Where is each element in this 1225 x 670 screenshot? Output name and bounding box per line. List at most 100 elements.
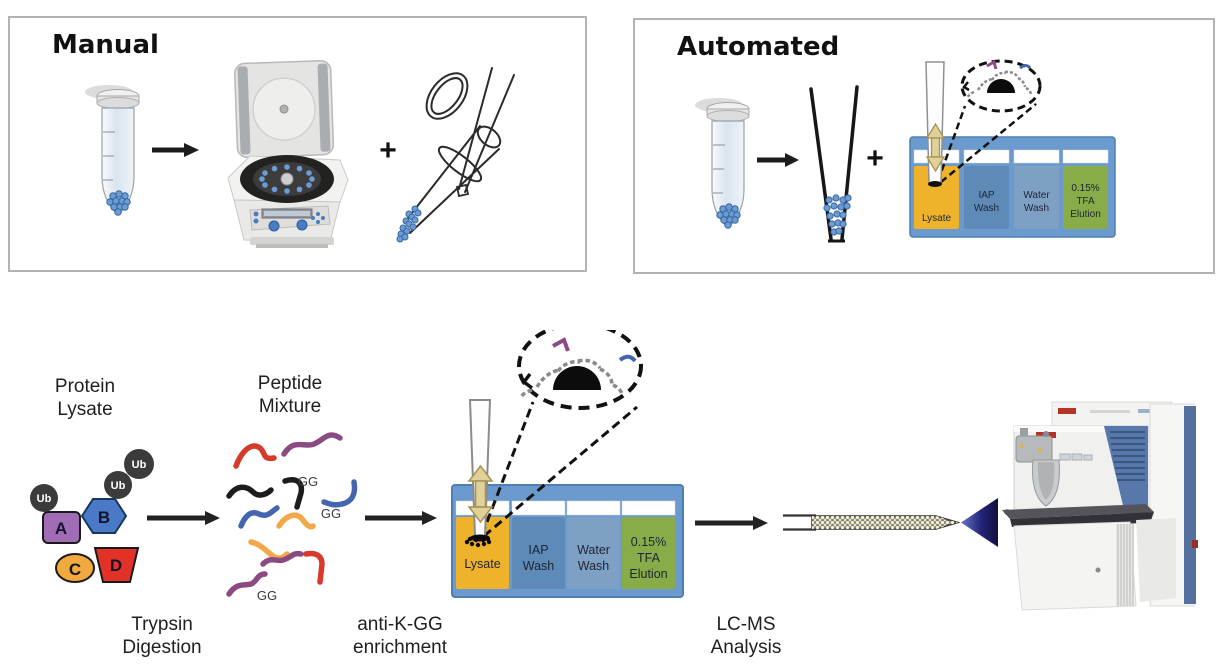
arrow-right-icon xyxy=(365,511,437,525)
sample-tube-icon xyxy=(85,85,140,216)
captured-peptide-blue xyxy=(1019,64,1032,70)
well-water-wash: Water Wash xyxy=(566,500,621,589)
rotor-tubes xyxy=(259,164,315,194)
label-enrichment-2: enrichment xyxy=(353,637,448,658)
svg-text:Water: Water xyxy=(1023,190,1050,201)
manual-illustration: + xyxy=(85,60,515,248)
protein-a-label: A xyxy=(55,519,67,538)
label-lcms-1: LC-MS xyxy=(716,614,775,635)
svg-text:Wash: Wash xyxy=(974,203,999,214)
svg-text:Water: Water xyxy=(577,543,610,557)
ion-source xyxy=(1015,435,1053,463)
peptide-mixture-graphic xyxy=(226,432,358,597)
svg-text:Wash: Wash xyxy=(523,559,555,573)
antibody-chains xyxy=(518,358,624,400)
svg-text:Ub: Ub xyxy=(111,480,126,492)
arrow-right-icon xyxy=(757,153,799,167)
lower-cabinet xyxy=(1013,521,1137,611)
magnifier-cone xyxy=(480,401,638,538)
arrow-right-icon xyxy=(152,143,199,157)
well-tfa-elution: 0.15% TFA Elution xyxy=(621,500,676,589)
automation-tip xyxy=(925,61,946,187)
reagent-tray: Lysate IAP Wash Water Wash 0.1 xyxy=(909,136,1116,238)
bead-cluster xyxy=(823,194,852,236)
gg-tag: GG xyxy=(321,506,341,521)
protein-c-label: C xyxy=(69,560,81,579)
magnifier-bubble xyxy=(517,330,643,410)
gg-tag: GG xyxy=(298,474,318,489)
sample-tube-icon xyxy=(695,98,750,229)
plus-sign: + xyxy=(866,142,884,175)
svg-text:Elution: Elution xyxy=(1070,209,1101,220)
arrow-right-icon xyxy=(695,516,768,530)
svg-text:IAP: IAP xyxy=(528,543,548,557)
manual-panel: Manual xyxy=(8,16,587,272)
automated-illustration: + Lysate IAP Wash Water xyxy=(695,59,1116,243)
bead-dome xyxy=(553,366,601,390)
label-enrichment-1: anti-K-GG xyxy=(357,614,443,635)
well-iap-wash: IAP Wash xyxy=(511,500,566,589)
svg-text:Lysate: Lysate xyxy=(464,557,500,571)
bead-bar xyxy=(928,181,942,187)
label-lcms-2: Analysis xyxy=(711,637,782,658)
svg-text:Ub: Ub xyxy=(37,493,52,505)
protein-b-label: B xyxy=(98,508,110,527)
captured-peptide-purple xyxy=(986,59,998,70)
well-water-wash: Water Wash xyxy=(1013,149,1060,229)
vendor-logo xyxy=(1058,408,1076,414)
up-down-arrow-icon xyxy=(467,464,494,524)
bead-bar xyxy=(464,534,492,548)
label-trypsin-1: Trypsin xyxy=(131,614,193,635)
label-peptide-mixture-2: Mixture xyxy=(259,396,321,417)
lc-column xyxy=(783,514,961,531)
bead-cluster xyxy=(106,190,131,216)
captured-peptide-black xyxy=(521,372,534,390)
well-iap-wash: IAP Wash xyxy=(963,149,1010,229)
gg-tag: GG xyxy=(257,588,277,603)
mass-spectrometer xyxy=(1002,401,1198,611)
manual-pipetting-sketch xyxy=(396,67,515,243)
svg-text:TFA: TFA xyxy=(1076,196,1095,207)
label-protein-lysate-1: Protein xyxy=(55,376,115,397)
pipette-tip-with-beads xyxy=(809,85,859,243)
bead-cluster xyxy=(716,203,741,229)
arrow-right-icon xyxy=(147,511,220,525)
magnifier-cone xyxy=(936,103,1037,183)
svg-text:0.15%: 0.15% xyxy=(631,535,666,549)
bench-top xyxy=(1002,504,1154,519)
svg-text:Wash: Wash xyxy=(1024,203,1049,214)
svg-text:IAP: IAP xyxy=(978,190,994,201)
workflow-diagram: Protein Lysate Peptide Mixture Trypsin D… xyxy=(30,330,1198,658)
bead-cluster xyxy=(396,205,422,243)
reagent-tray-large: Lysate IAP Wash Water Wash 0.15% TFA Elu… xyxy=(451,484,684,598)
manual-panel-title: Manual xyxy=(52,30,159,60)
svg-text:0.15%: 0.15% xyxy=(1071,183,1099,194)
svg-text:Elution: Elution xyxy=(629,567,667,581)
automated-panel: Automated xyxy=(633,18,1215,274)
captured-peptide-blue xyxy=(618,354,637,363)
electrospray-plume xyxy=(961,498,998,547)
centrifuge-icon xyxy=(227,60,349,248)
vent-slats xyxy=(1110,431,1145,481)
antibody-chains xyxy=(965,70,1033,99)
well-label: Lysate xyxy=(922,213,952,224)
up-down-arrow-icon xyxy=(925,122,946,173)
captured-peptide-purple xyxy=(552,337,570,352)
label-protein-lysate-2: Lysate xyxy=(57,399,112,420)
svg-text:Ub: Ub xyxy=(132,459,147,471)
captured-peptide-black xyxy=(962,81,970,92)
plus-sign: + xyxy=(379,134,397,167)
protein-lysate-graphic: A B C D Ub Ub Ub xyxy=(30,449,154,583)
automated-panel-title: Automated xyxy=(677,32,840,62)
bead-dome xyxy=(987,79,1015,93)
label-peptide-mixture-1: Peptide xyxy=(258,373,322,394)
ub-circle xyxy=(104,471,132,499)
automation-tip xyxy=(464,399,494,548)
svg-text:TFA: TFA xyxy=(637,551,661,565)
cabinet-louvers xyxy=(1117,524,1134,606)
label-trypsin-2: Digestion xyxy=(122,637,201,658)
well-tfa-elution: 0.15% TFA Elution xyxy=(1062,149,1109,229)
magnifier-bubble xyxy=(960,59,1042,113)
ub-circle xyxy=(30,484,58,512)
